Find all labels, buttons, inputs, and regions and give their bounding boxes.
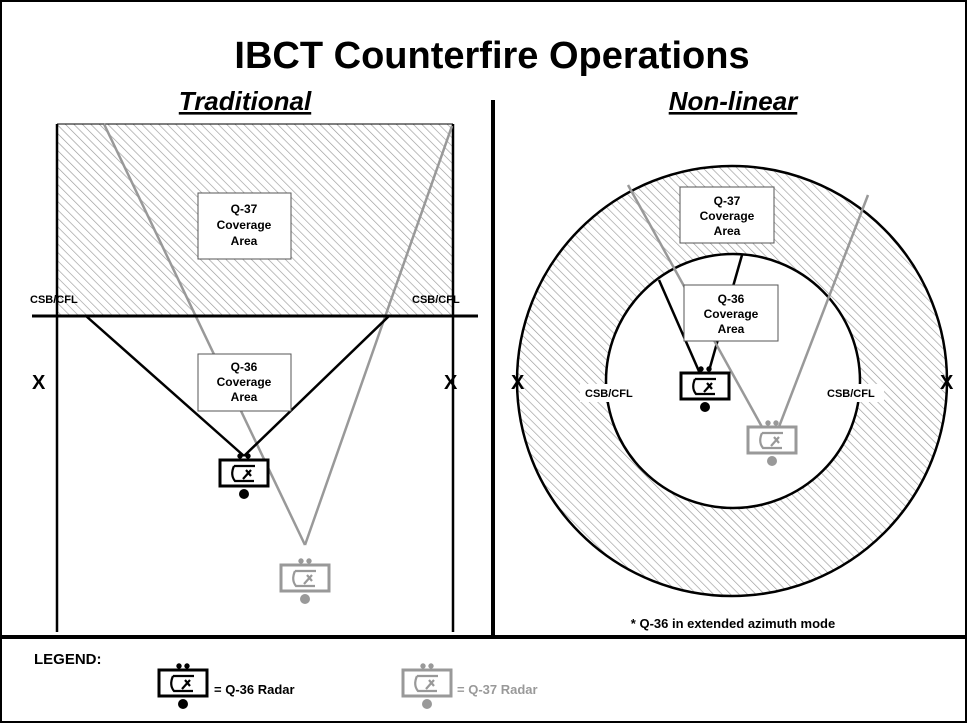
footnote: * Q-36 in extended azimuth mode: [631, 616, 835, 631]
q36-label-line2: Coverage: [217, 375, 272, 389]
legend-q37-icon: [401, 662, 453, 711]
x-marker-right: X: [444, 372, 458, 394]
x-marker-left: X: [32, 372, 46, 394]
nonlinear-panel: Non-linear Q-37 Coverage Area Q-36 Cover…: [511, 86, 954, 631]
q36-label-line2: Coverage: [704, 307, 759, 321]
radar-q37-icon: [279, 557, 331, 606]
legend-q37-label: = Q-37 Radar: [457, 682, 538, 697]
legend-q36-label: = Q-36 Radar: [214, 682, 295, 697]
csb-cfl-label-bg-right: [822, 384, 884, 402]
csb-cfl-label-left: CSB/CFL: [30, 294, 78, 306]
q37-label-line1: Q-37: [714, 194, 741, 208]
csb-cfl-label-bg-left: [580, 384, 642, 402]
nonlinear-heading: Non-linear: [669, 86, 799, 116]
q36-label-line1: Q-36: [231, 360, 258, 374]
q36-label-line3: Area: [718, 322, 745, 336]
q36-label-box: [197, 353, 292, 412]
traditional-heading: Traditional: [179, 86, 312, 116]
traditional-panel: Traditional Q-37 Coverage Area Q-36 Cove…: [30, 86, 478, 632]
q37-wedge-right: [303, 125, 454, 546]
legend: LEGEND: = Q-36 Radar = Q-37 Radar: [34, 651, 538, 711]
q37-wedge-right: [770, 194, 870, 446]
x-marker-left: X: [511, 372, 525, 394]
q36-wedge-left: [85, 315, 245, 457]
q37-label-line2: Coverage: [700, 209, 755, 223]
q37-label-box: [679, 186, 775, 244]
q36-label-box: [683, 284, 779, 342]
csb-cfl-label-right: CSB/CFL: [827, 388, 875, 400]
q37-label-line3: Area: [231, 234, 258, 248]
q36-label-line1: Q-36: [718, 292, 745, 306]
slide-title: IBCT Counterfire Operations: [234, 35, 749, 77]
csb-cfl-label-left: CSB/CFL: [585, 388, 633, 400]
csb-cfl-label-right: CSB/CFL: [412, 294, 460, 306]
q36-wedge-left: [657, 279, 707, 386]
x-marker-right: X: [940, 372, 954, 394]
radar-q36-icon: [218, 452, 270, 501]
q36-label-line3: Area: [231, 390, 258, 404]
q37-label-line2: Coverage: [217, 218, 272, 232]
q37-label-line3: Area: [714, 224, 741, 238]
legend-q36-icon: [157, 662, 209, 711]
q37-label-line1: Q-37: [231, 202, 258, 216]
legend-heading: LEGEND:: [34, 651, 102, 668]
q36-wedge-right: [243, 315, 390, 457]
q37-label-box: [197, 192, 292, 260]
q37-wedge-left: [102, 123, 307, 546]
